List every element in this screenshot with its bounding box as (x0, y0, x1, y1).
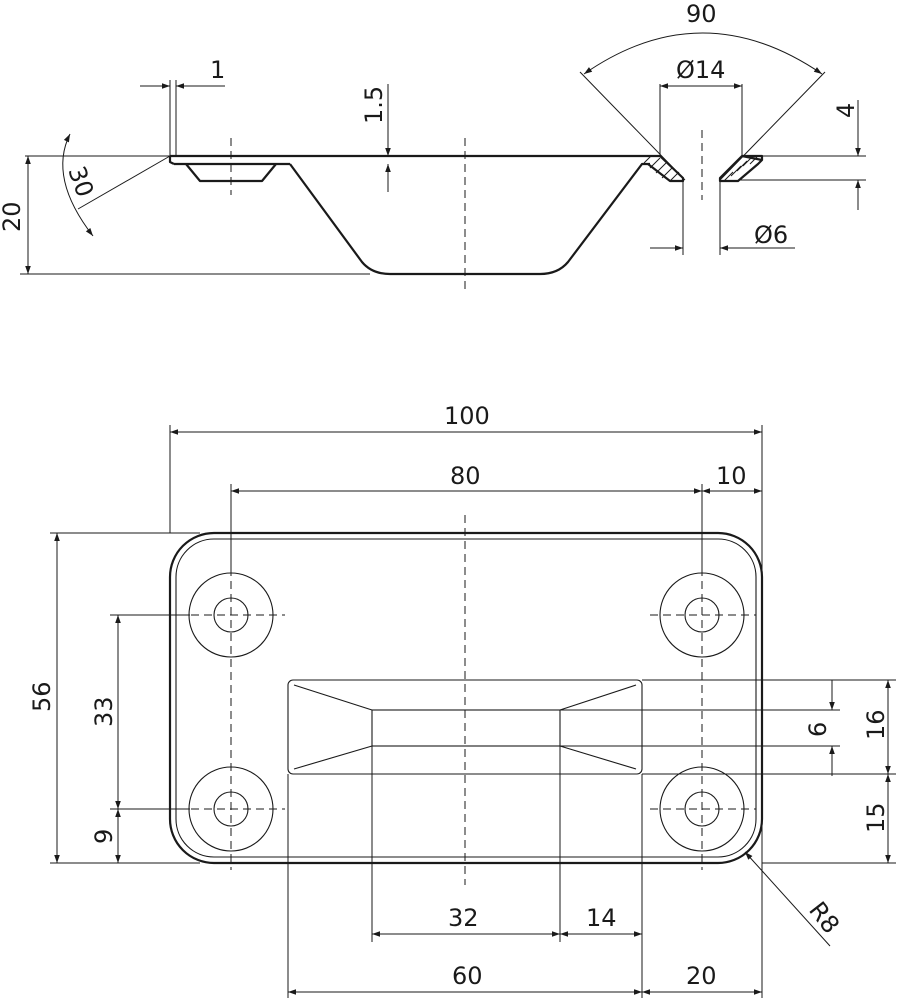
plate-outline (168, 531, 764, 865)
right-hole-right-lip (718, 154, 764, 183)
recess-inner-bottom (371, 709, 561, 747)
dim-o6-label: Ø6 (754, 221, 788, 249)
section-hatch-right (723, 156, 758, 182)
recess-chamfer-lines (293, 684, 637, 770)
dim-r8-label: R8 (803, 896, 845, 938)
dim-32-label: 32 (448, 904, 479, 932)
dim-100-label: 100 (444, 402, 490, 430)
center-recess (289, 162, 650, 276)
dim-20-label: 20 (0, 201, 26, 232)
dim-10-label: 10 (716, 462, 747, 490)
recess-outer (287, 679, 643, 775)
dim-90-label: 90 (686, 0, 717, 28)
right-hole-left-lip (640, 154, 685, 183)
dim-4-label: 4 (832, 103, 860, 118)
dim-1-5-label: 1.5 (360, 86, 388, 124)
dim-20-bottom-label: 20 (686, 962, 717, 990)
dim-9-label: 9 (90, 829, 118, 844)
dim-1-label: 1 (210, 56, 225, 84)
plate-left-end (168, 156, 175, 165)
dim-33-label: 33 (90, 696, 118, 727)
dim-o14-label: Ø14 (676, 56, 725, 84)
top-view-centerlines (178, 515, 756, 885)
side-view: 1 1.5 30 20 90 Ø14 4 Ø6 (0, 0, 866, 292)
top-view: 100 80 10 56 33 9 6 16 15 (28, 402, 896, 998)
dim-14-label: 14 (586, 904, 617, 932)
dim-30-label: 30 (62, 162, 99, 200)
section-hatch-left (643, 155, 680, 182)
dim-6-label: 6 (804, 722, 832, 737)
dim-56-label: 56 (28, 681, 56, 712)
dim-60-label: 60 (452, 962, 483, 990)
plate-inner-outline (175, 538, 757, 858)
dim-15-label: 15 (862, 802, 890, 833)
dim-16-label: 16 (862, 709, 890, 740)
dim-80-label: 80 (450, 462, 481, 490)
